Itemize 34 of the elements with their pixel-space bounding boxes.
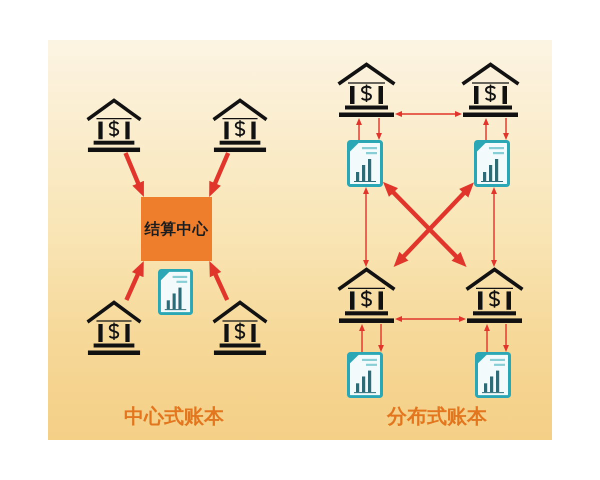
document-icon <box>475 352 511 398</box>
bank-icon <box>338 62 395 118</box>
arrow <box>503 324 509 352</box>
bank-icon <box>466 267 523 324</box>
arrow <box>209 261 230 301</box>
arrow <box>376 118 382 140</box>
arrow <box>123 152 144 197</box>
arrow <box>356 118 362 140</box>
arrow <box>484 324 490 352</box>
bank-icon <box>213 300 267 356</box>
arrow <box>503 118 509 140</box>
process-box: 结算中心 <box>141 197 212 261</box>
arrow <box>483 118 489 140</box>
document-icon <box>347 352 383 398</box>
arrow <box>124 261 144 301</box>
caption: 中心式账本 <box>124 405 224 427</box>
bank-icon <box>87 98 141 153</box>
arrow <box>395 316 466 322</box>
arrow <box>209 152 230 197</box>
caption: 分布式账本 <box>387 405 487 427</box>
arrow <box>359 324 365 352</box>
bank-icon <box>338 267 395 324</box>
bank-icon <box>462 62 519 118</box>
arrow <box>491 187 497 267</box>
arrow <box>383 182 467 267</box>
document-icon <box>347 140 383 187</box>
bank-icon <box>87 300 141 356</box>
bank-icon <box>213 98 267 153</box>
arrow <box>363 187 369 267</box>
arrow <box>378 324 384 352</box>
arrow <box>395 111 462 117</box>
document-icon <box>474 140 510 187</box>
document-icon <box>158 269 193 315</box>
arrow <box>394 182 474 267</box>
